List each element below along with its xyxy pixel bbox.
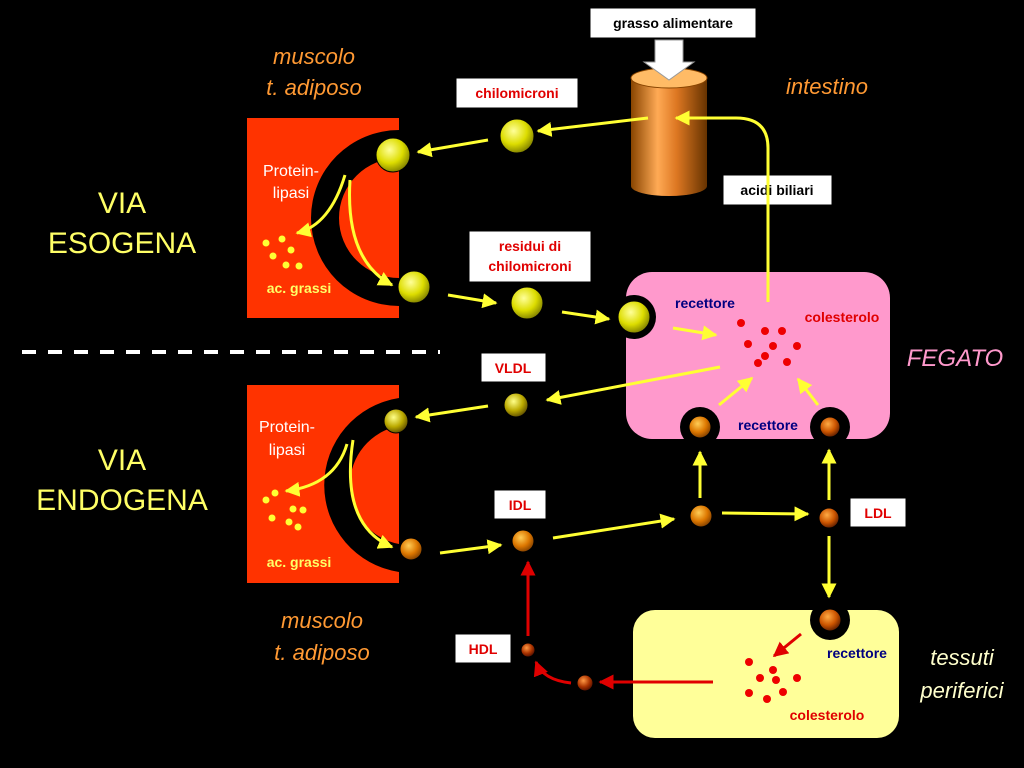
idl-at-liver [688, 415, 712, 439]
label-residui-chilomicroni: residui di chilomicroni [468, 230, 592, 283]
lipasi-top-line1: Protein- [263, 163, 319, 180]
fatty-acid-dots-bottom [262, 489, 307, 531]
intestino-label: intestino [786, 74, 868, 99]
liver-recettore-top: recettore [675, 295, 735, 311]
arrow-receptor-to-chol [672, 325, 718, 341]
via-esogena-line1: VIA [98, 187, 146, 220]
lipasi-bottom-line2: lipasi [269, 442, 305, 459]
svg-text:LDL: LDL [864, 505, 892, 521]
tessuti-label-line2: periferici [919, 678, 1004, 703]
arrow-vldl-to-tissue [414, 404, 489, 423]
arrow-receptor-bl-to-chol [718, 376, 754, 407]
svg-text:HDL: HDL [469, 641, 498, 657]
arrow-chylo-to-tissue [416, 138, 489, 158]
via-endogena-line2: ENDOGENA [36, 484, 208, 517]
arrow-remnant-bottom [348, 439, 394, 549]
arrow-residui-to-liver [561, 309, 611, 325]
liver-recettore-bottom: recettore [738, 417, 798, 433]
acgrassi-bottom-label: ac. grassi [267, 554, 332, 570]
vldl-particle [503, 392, 529, 418]
ldl-at-liver [819, 416, 841, 438]
muscolo-bottom-line2: t. adiposo [274, 640, 369, 665]
remnant-at-tissue [397, 270, 431, 304]
peripheral-colesterolo: colesterolo [790, 707, 865, 723]
svg-text:chilomicroni: chilomicroni [475, 85, 558, 101]
ldl-at-peripheral [818, 608, 842, 632]
chylomicron-at-tissue [375, 137, 411, 173]
tessuti-label-line1: tessuti [930, 645, 995, 670]
via-endogena-line1: VIA [98, 444, 146, 477]
svg-text:residui di: residui di [499, 238, 561, 254]
peripheral-recettore: recettore [827, 645, 887, 661]
arrow-bile-acids [674, 110, 770, 302]
arrow-idl-to-particle [552, 513, 676, 540]
arrow-remnant-top [348, 179, 394, 287]
label-ldl: LDL [849, 497, 907, 528]
chylomicron-particle [499, 118, 535, 154]
hdl-particle-2 [520, 642, 536, 658]
ldl-particle [818, 507, 840, 529]
lipasi-bottom-line1: Protein- [259, 419, 315, 436]
idl-at-tissue [399, 537, 423, 561]
hdl-arrows [520, 560, 802, 690]
label-grasso-alimentare: grasso alimentare [589, 7, 757, 39]
vldl-at-tissue [383, 408, 409, 434]
liver-cholesterol-dots [737, 319, 801, 367]
muscolo-top-line2: t. adiposo [266, 75, 361, 100]
arrow-liver-to-vldl [545, 365, 721, 405]
pathway-arrows [284, 110, 837, 599]
arrow-to-idl [439, 539, 503, 555]
tissue-top: Protein- lipasi ac. grassi [247, 118, 399, 318]
hdl-particle-1 [576, 674, 594, 692]
muscolo-bottom-line1: muscolo [281, 608, 363, 633]
arrow-receptor-peripheral-to-chol [772, 632, 802, 658]
svg-text:IDL: IDL [509, 497, 532, 513]
svg-text:VLDL: VLDL [495, 360, 532, 376]
remnant-particle [510, 286, 544, 320]
idl-particle [511, 529, 535, 553]
intestine-cylinder [630, 39, 708, 196]
particles [375, 118, 842, 692]
arrow-lipase-top [295, 174, 347, 238]
arrow-lipase-bottom [284, 443, 349, 497]
input-down-arrow-icon [642, 39, 696, 81]
svg-text:acidi biliari: acidi biliari [740, 182, 813, 198]
muscolo-top-line1: muscolo [273, 44, 355, 69]
label-acidi-biliari: acidi biliari [722, 174, 833, 206]
arrow-to-residui [447, 293, 498, 309]
svg-text:grasso alimentare: grasso alimentare [613, 15, 733, 31]
peripheral-tissues: recettore colesterolo [633, 600, 899, 738]
liver: recettore colesterolo recettore [612, 272, 890, 447]
label-vldl: VLDL [480, 352, 547, 383]
idl-particle-2 [689, 504, 713, 528]
fegato-label: FEGATO [907, 345, 1003, 372]
arrow-receptor-br-to-chol [796, 377, 820, 406]
via-esogena-line2: ESOGENA [48, 227, 196, 260]
label-idl: IDL [493, 489, 547, 520]
liver-colesterolo: colesterolo [805, 309, 880, 325]
arrow-hdl-curve [533, 660, 572, 685]
fatty-acid-dots-top [262, 235, 303, 270]
acgrassi-top-label: ac. grassi [267, 280, 332, 296]
label-chilomicroni: chilomicroni [455, 77, 579, 109]
label-hdl: HDL [454, 633, 512, 664]
arrow-intestine-to-chylo [536, 116, 649, 137]
tissue-bottom: Protein- lipasi ac. grassi [247, 385, 399, 583]
peripheral-cholesterol-dots [745, 658, 801, 703]
svg-text:chilomicroni: chilomicroni [488, 258, 571, 274]
lipasi-top-line2: lipasi [273, 185, 309, 202]
remnant-at-liver [617, 300, 651, 334]
arrow-idl-to-ldl [721, 506, 810, 522]
